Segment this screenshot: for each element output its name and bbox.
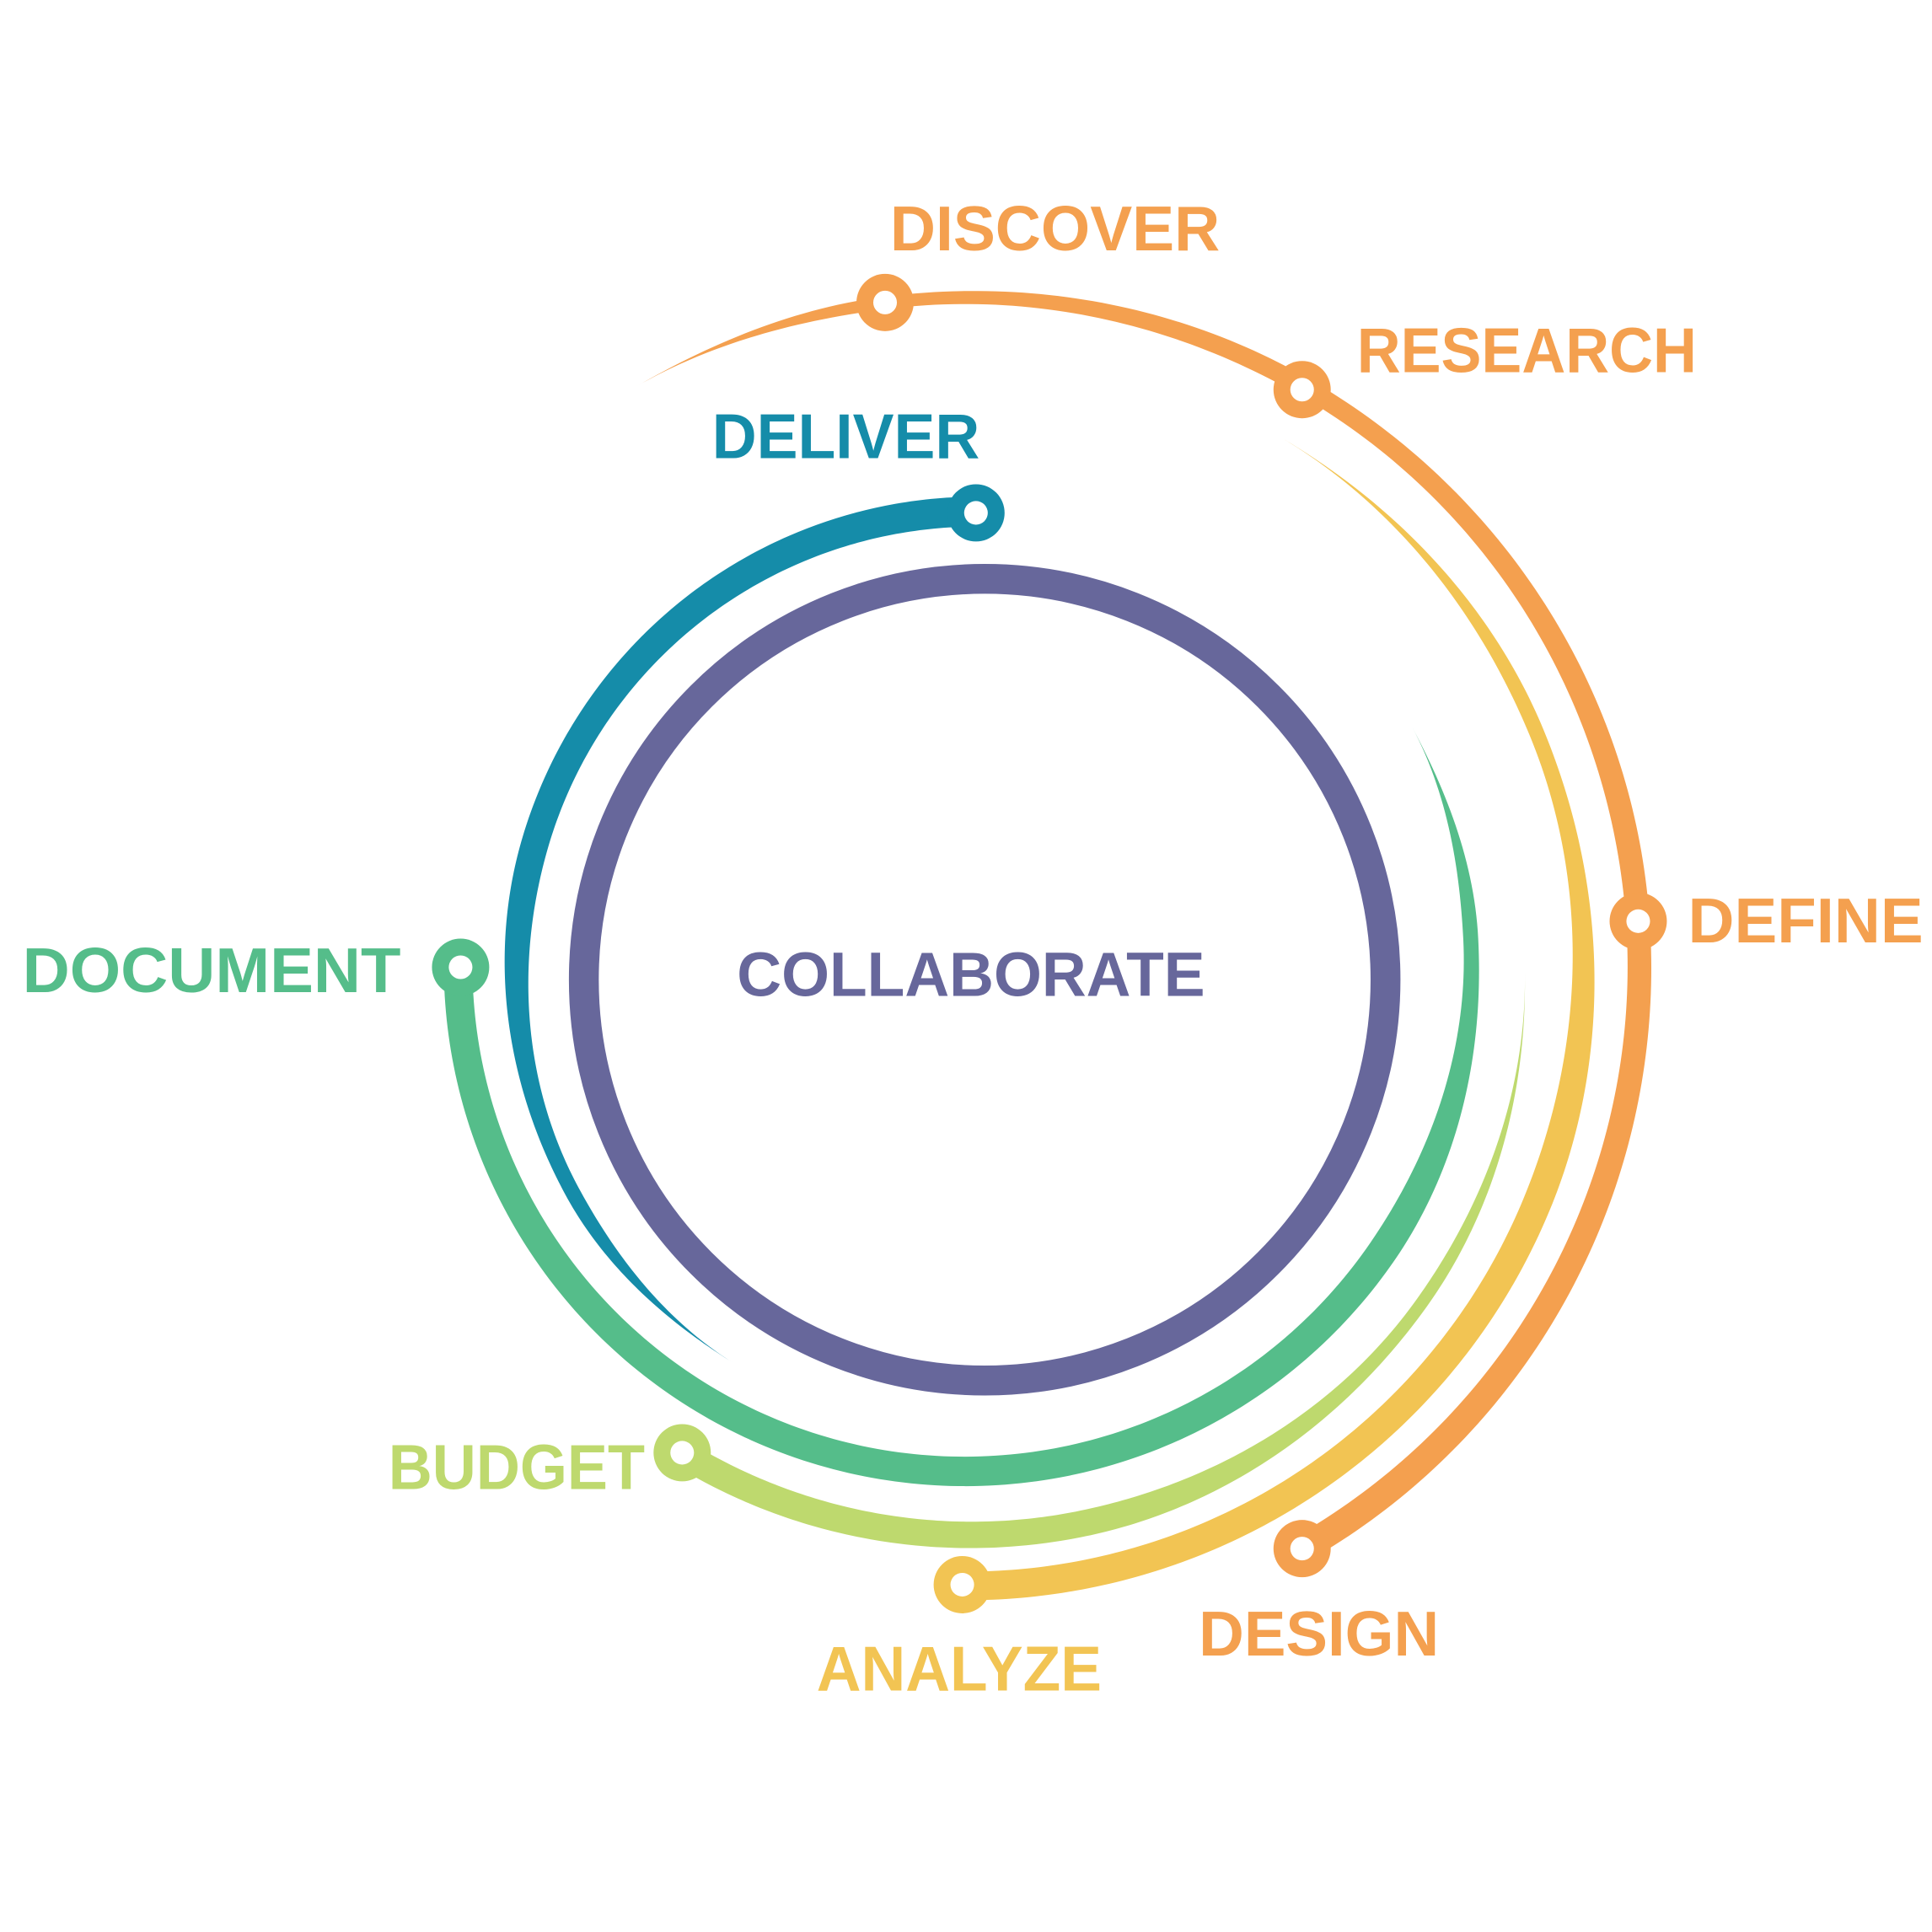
collaborate-ring <box>568 563 1401 1396</box>
light-green-arc <box>679 971 1526 1548</box>
label-budget: BUDGET <box>389 1431 645 1502</box>
label-design: DESIGN <box>1199 1598 1439 1669</box>
label-discover: DISCOVER <box>890 193 1220 264</box>
stage-nodes <box>432 273 1667 1613</box>
deliver-node-icon <box>947 484 1005 542</box>
center-label-collaborate: COLLABORATE <box>737 939 1205 1009</box>
label-define: DEFINE <box>1688 885 1924 956</box>
label-analyze: ANALYZE <box>817 1634 1102 1704</box>
discover-node-icon <box>856 273 914 331</box>
analyze-node-icon <box>933 1556 991 1613</box>
research-node-icon <box>1273 361 1331 419</box>
label-deliver: DELIVER <box>712 400 980 471</box>
document-node-icon <box>432 938 490 996</box>
design-node-icon <box>1273 1520 1331 1578</box>
label-research: RESEARCH <box>1357 315 1697 386</box>
stage-arcs <box>443 291 1652 1601</box>
stage-labels: DISCOVER RESEARCH DELIVER DEFINE DOCUMENT BUD… <box>23 193 1924 1704</box>
label-document: DOCUMENT <box>23 935 401 1006</box>
define-node-icon <box>1609 892 1667 950</box>
budget-node-icon <box>653 1424 711 1482</box>
